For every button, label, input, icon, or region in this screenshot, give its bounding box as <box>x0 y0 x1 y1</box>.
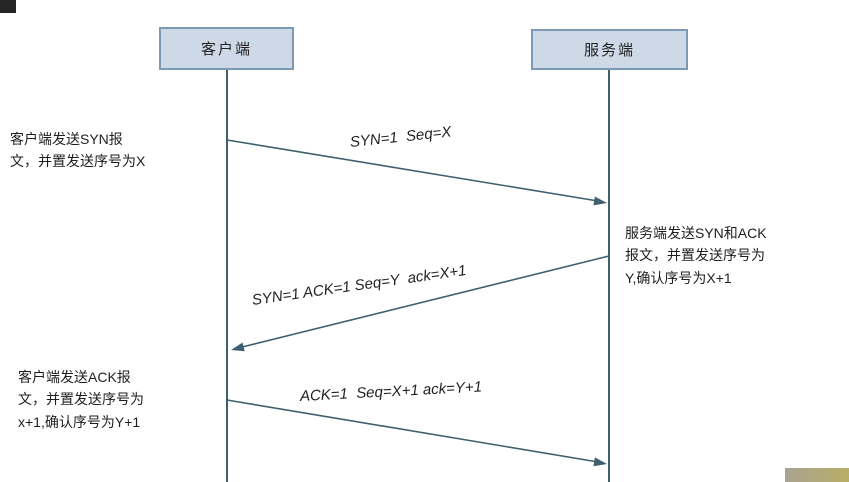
scan-artifact-topleft <box>0 0 16 13</box>
syn-arrow-line <box>226 139 605 203</box>
annotation-client-sends-syn: 客户端发送SYN报 文，并置发送序号为X <box>10 131 146 170</box>
scan-artifact-bottomright <box>785 468 849 482</box>
annotation-server-sends-synack: 服务端发送SYN和ACK 报文，并置发送序号为 Y,确认序号为X+1 <box>625 225 767 286</box>
annotation-client-sends-ack: 客户端发送ACK报 文，并置发送序号为 x+1,确认序号为Y+1 <box>18 369 144 430</box>
synack-arrow-line <box>233 255 610 350</box>
ack-arrowhead-icon <box>593 457 607 467</box>
syn-arrowhead-icon <box>593 196 607 206</box>
actor-client-label: 客户端 <box>200 41 252 58</box>
actor-client-box: 客户端 <box>159 27 294 70</box>
actor-server-label: 服务端 <box>583 42 635 59</box>
actor-server-box: 服务端 <box>531 29 688 70</box>
ack-arrow-line <box>226 399 605 464</box>
synack-arrowhead-icon <box>231 342 245 352</box>
